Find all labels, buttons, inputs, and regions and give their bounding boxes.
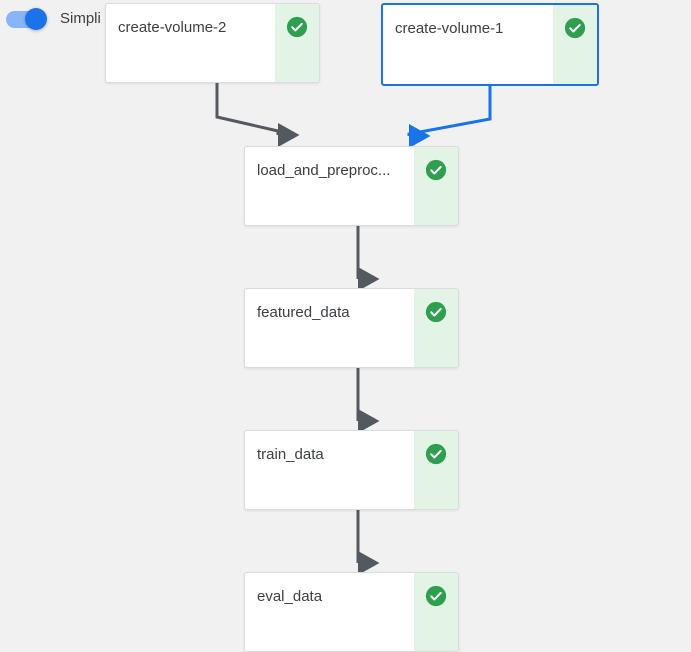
- graph-node-featured-data[interactable]: featured_data: [244, 288, 459, 368]
- graph-node-load-and-preprocess[interactable]: load_and_preproc...: [244, 146, 459, 226]
- check-circle-icon: [425, 301, 447, 323]
- check-circle-icon: [286, 16, 308, 38]
- check-circle-icon: [425, 585, 447, 607]
- edge-create-volume-2-to-load-and-preprocess: [215, 83, 300, 147]
- graph-node-create-volume-1[interactable]: create-volume-1: [381, 3, 599, 86]
- node-title: create-volume-2: [118, 19, 227, 36]
- simplify-toggle-switch[interactable]: [6, 8, 50, 30]
- graph-node-train-data[interactable]: train_data: [244, 430, 459, 510]
- node-body: featured_data: [245, 289, 414, 367]
- node-body: train_data: [245, 431, 414, 509]
- node-status-panel: [414, 289, 458, 367]
- node-body: create-volume-2: [106, 4, 275, 82]
- check-circle-icon: [425, 159, 447, 181]
- node-title: featured_data: [257, 304, 350, 321]
- node-body: eval_data: [245, 573, 414, 651]
- check-circle-icon: [564, 17, 586, 39]
- node-body: load_and_preproc...: [245, 147, 414, 225]
- simplify-toggle-label: Simpli: [60, 10, 101, 27]
- graph-node-create-volume-2[interactable]: create-volume-2: [105, 3, 320, 83]
- edge-create-volume-1-to-load-and-preprocess: [407, 86, 492, 148]
- node-title: create-volume-1: [395, 20, 504, 37]
- node-title: load_and_preproc...: [257, 162, 391, 179]
- node-status-panel: [553, 5, 597, 84]
- simplify-toggle-row[interactable]: Simpli: [6, 8, 101, 30]
- node-body: create-volume-1: [383, 5, 553, 84]
- node-status-panel: [414, 431, 458, 509]
- graph-node-eval-data[interactable]: eval_data: [244, 572, 459, 652]
- node-status-panel: [414, 573, 458, 651]
- node-title: train_data: [257, 446, 324, 463]
- node-status-panel: [275, 4, 319, 82]
- node-title: eval_data: [257, 588, 323, 605]
- node-status-panel: [414, 147, 458, 225]
- toggle-thumb[interactable]: [25, 8, 47, 30]
- check-circle-icon: [425, 443, 447, 465]
